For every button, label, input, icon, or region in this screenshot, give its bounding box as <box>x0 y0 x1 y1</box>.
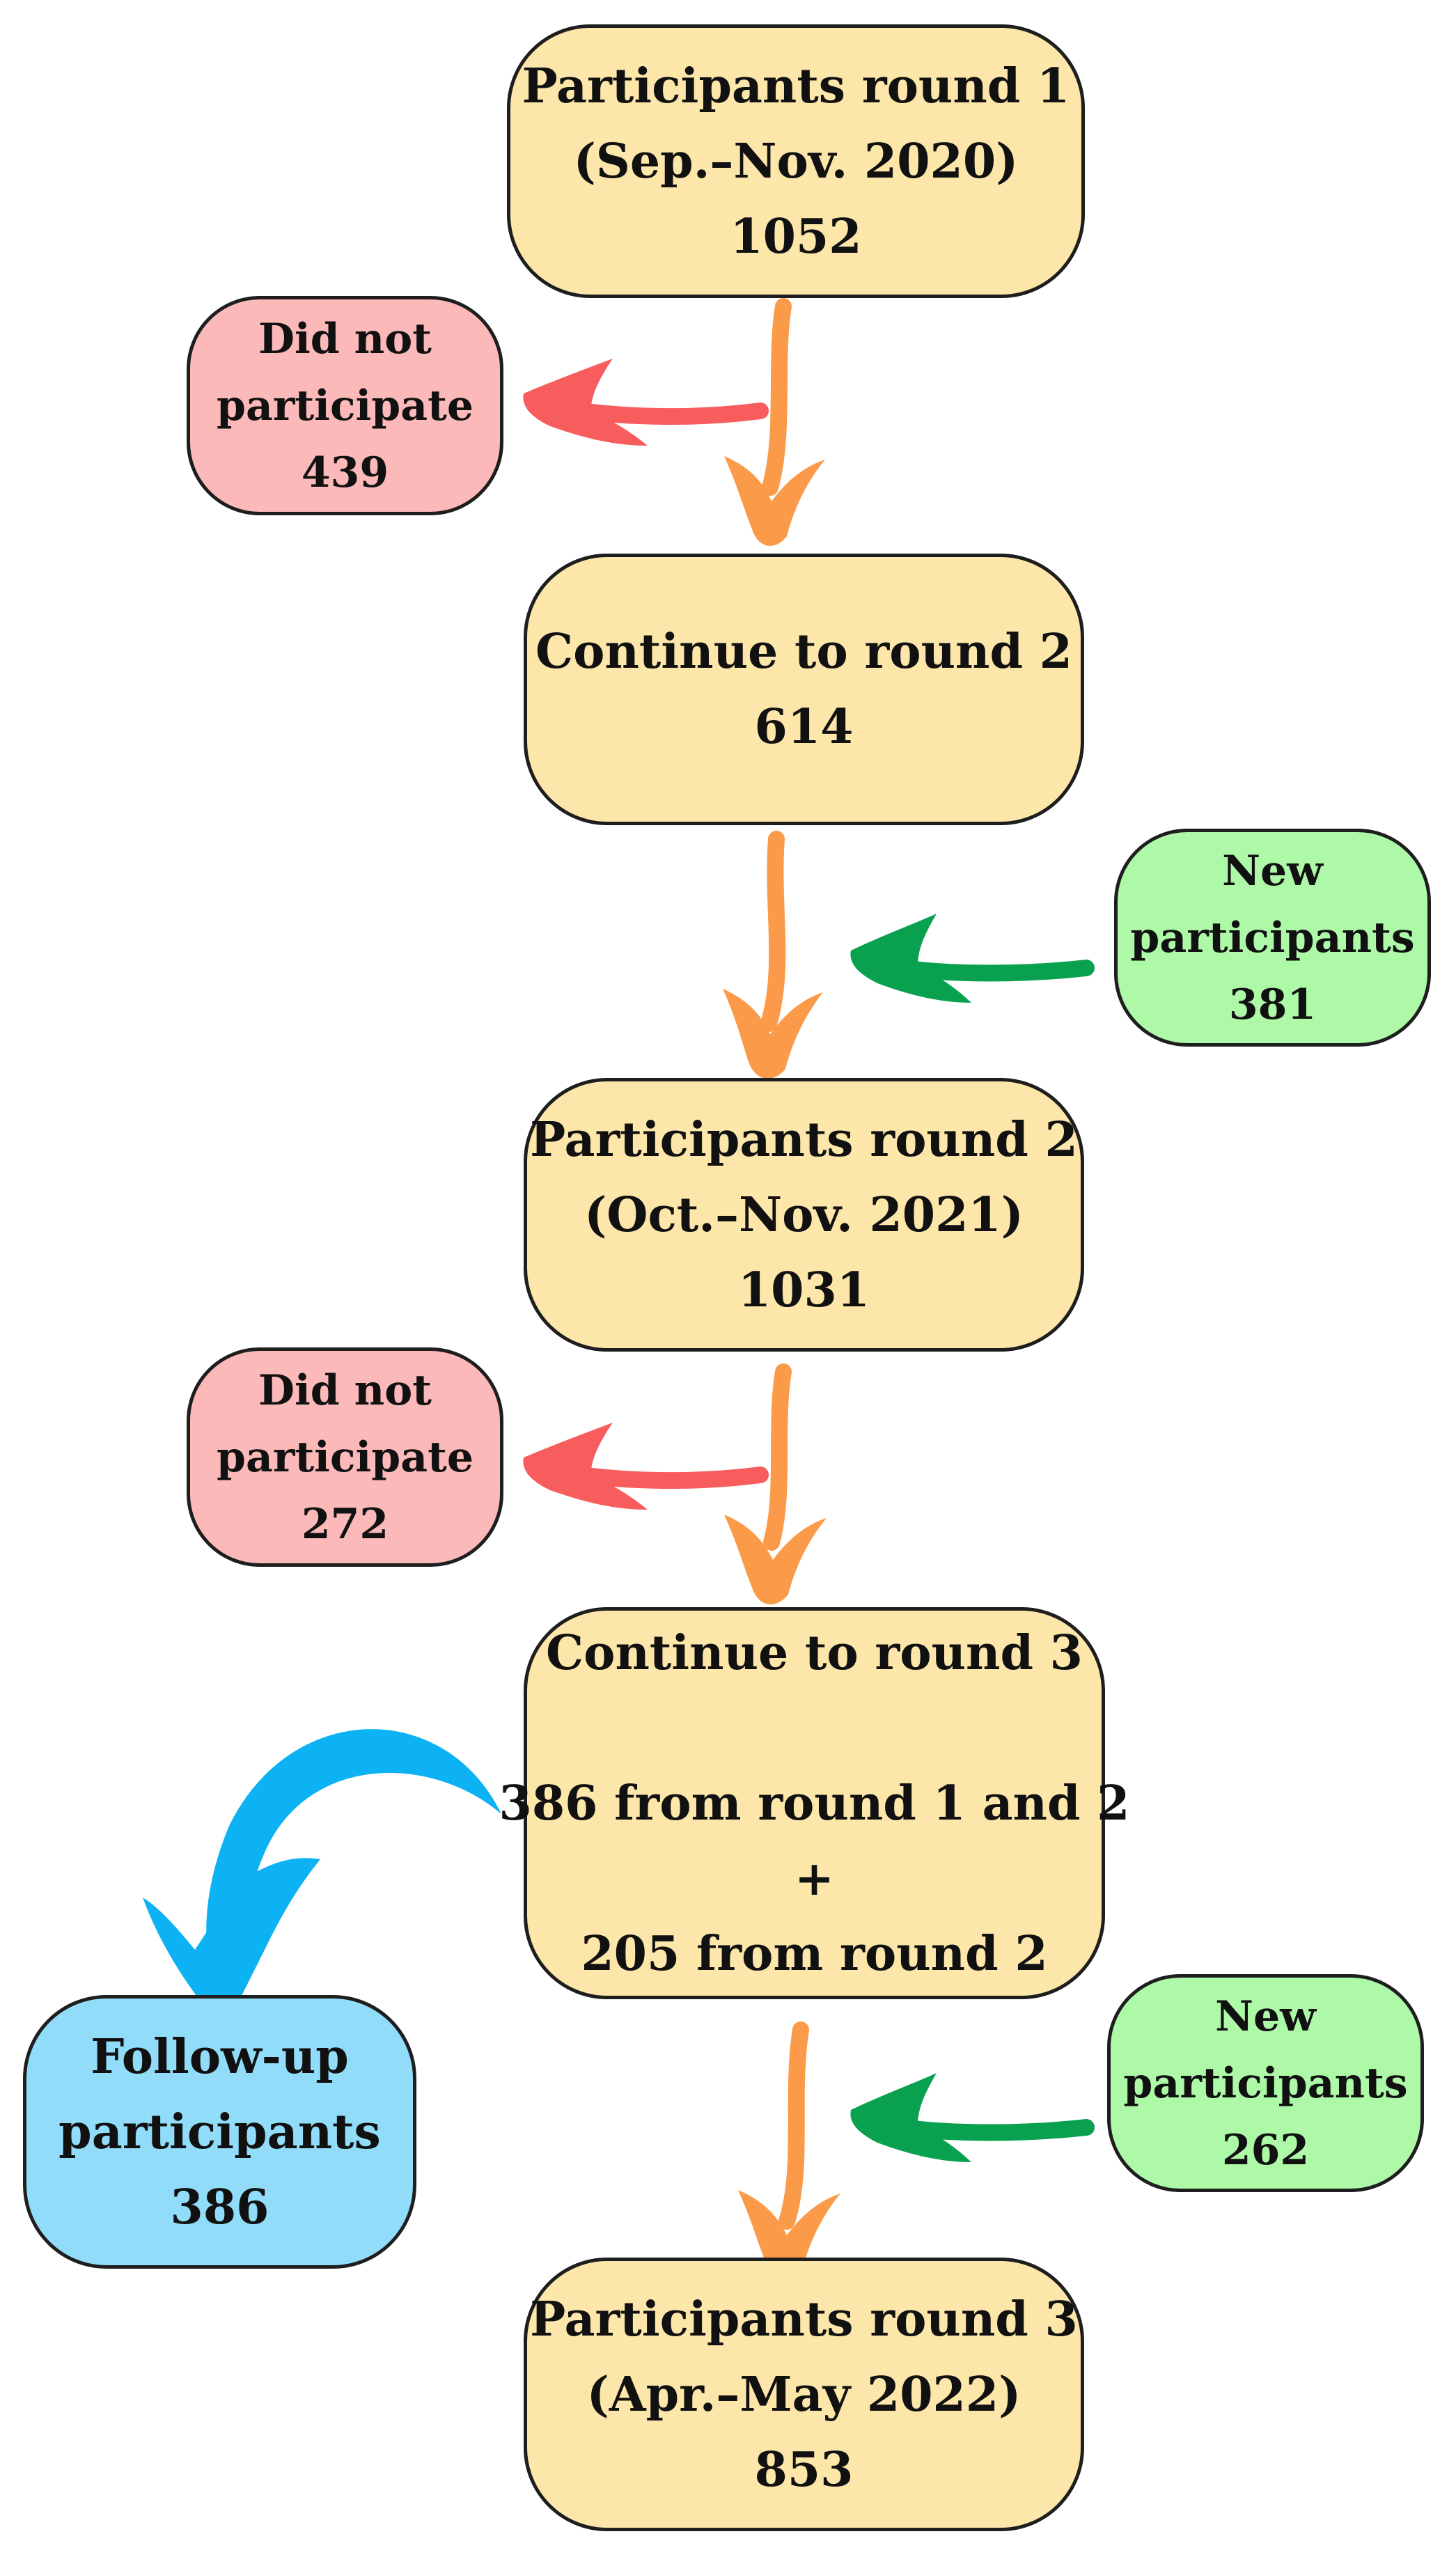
dropout2-count: 272 <box>301 1499 389 1549</box>
round1-box: Participants round 1 (Sep.–Nov. 2020) 10… <box>507 24 1085 298</box>
new-arrow-1 <box>850 914 1095 1003</box>
followup-label-2: participants <box>58 2104 381 2160</box>
continue3-plus: + <box>794 1850 834 1907</box>
continue2-count: 614 <box>754 699 854 755</box>
round2-count: 1031 <box>737 1262 870 1318</box>
new2-label-1: New <box>1222 846 1323 896</box>
continue3-box: Continue to round 3 386 from round 1 and… <box>499 1607 1130 1999</box>
dropout1-box: Did not participate 439 <box>187 296 503 515</box>
round3-title: Participants round 3 <box>530 2291 1078 2347</box>
followup-label-1: Follow-up <box>91 2028 349 2085</box>
new2-label-2: participants <box>1130 913 1415 962</box>
flow-arrow-3 <box>724 1363 827 1604</box>
round1-dates: (Sep.–Nov. 2020) <box>573 133 1019 189</box>
dropout-arrow-1 <box>523 359 769 446</box>
round3-box: Participants round 3 (Apr.–May 2022) 853 <box>524 2258 1084 2531</box>
continue3-title: Continue to round 3 <box>545 1625 1083 1681</box>
round1-title: Participants round 1 <box>522 58 1070 114</box>
flow-arrow-2 <box>723 831 823 1079</box>
continue2-box: Continue to round 2 614 <box>524 554 1084 825</box>
round3-count: 853 <box>754 2441 854 2498</box>
dropout1-count: 439 <box>301 448 389 497</box>
dropout-arrow-2 <box>523 1423 769 1510</box>
round1-count: 1052 <box>730 208 862 265</box>
round2-title: Participants round 2 <box>530 1111 1078 1168</box>
dropout2-label-1: Did not <box>258 1366 432 1415</box>
flow-arrow-4 <box>738 2021 840 2280</box>
followup-count: 386 <box>170 2179 269 2235</box>
dropout1-label-1: Did not <box>258 314 432 363</box>
dropout2-label-2: participate <box>217 1432 473 1482</box>
new-arrow-2 <box>850 2073 1095 2162</box>
continue3-from-round2: 205 from round 2 <box>581 1925 1048 1982</box>
new3-count: 262 <box>1221 2125 1310 2175</box>
dropout2-box: Did not participate 272 <box>187 1347 503 1567</box>
round3-dates: (Apr.–May 2022) <box>586 2366 1021 2423</box>
round2-box: Participants round 2 (Oct.–Nov. 2021) 10… <box>524 1078 1084 1352</box>
new2-count: 381 <box>1228 980 1317 1029</box>
continue2-title: Continue to round 2 <box>535 624 1072 680</box>
new3-label-2: participants <box>1123 2058 1408 2108</box>
new2-box: New participants 381 <box>1114 829 1431 1047</box>
new3-box: New participants 262 <box>1107 1974 1424 2192</box>
round2-dates: (Oct.–Nov. 2021) <box>584 1187 1024 1243</box>
continue3-from-round1-2: 386 from round 1 and 2 <box>499 1775 1130 1831</box>
dropout1-label-2: participate <box>217 381 473 430</box>
flow-arrow-1 <box>724 298 825 546</box>
new3-label-1: New <box>1215 1992 1316 2041</box>
followup-box: Follow-up participants 386 <box>23 1995 416 2269</box>
followup-arrow <box>143 1729 501 2012</box>
